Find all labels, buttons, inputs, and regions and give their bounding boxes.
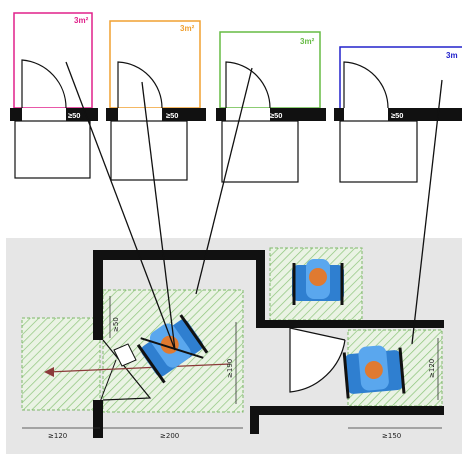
opening-gap	[344, 108, 388, 121]
area-frame	[109, 20, 201, 109]
dim-vertical-2: ≥190	[226, 359, 234, 378]
opening-gap	[22, 108, 66, 121]
area-label: 3m²	[300, 37, 315, 46]
door-swing-right	[289, 328, 346, 393]
opening-label: ≥50	[270, 111, 282, 120]
door-swing-arc	[343, 61, 389, 109]
leader-lines	[65, 61, 443, 351]
area-label: 3m	[446, 51, 458, 60]
opening-gap	[118, 108, 162, 121]
dimension-lines	[22, 296, 442, 429]
cubicle-outline	[339, 120, 418, 183]
dim-vertical-3: ≥120	[428, 359, 436, 378]
opening-gap	[226, 108, 270, 121]
dim-bottom-2: ≥200	[160, 432, 179, 440]
area-frame	[339, 46, 462, 108]
clearance-zone-left	[21, 317, 101, 411]
wheelchair-user-top-right	[292, 259, 344, 305]
door-swing-arc	[117, 61, 163, 109]
walls	[93, 250, 444, 438]
opening-label: ≥50	[166, 111, 178, 120]
door-swing-arc	[225, 61, 271, 109]
wheelchair-user-center	[136, 314, 209, 384]
movement-arrow	[47, 363, 231, 373]
door-leaf-right	[289, 327, 346, 341]
opening-label: ≥50	[391, 111, 403, 120]
area-label: 3m²	[180, 24, 195, 33]
cubicle-outline	[221, 120, 299, 183]
dim-bottom-3: ≥150	[382, 432, 401, 440]
arrow-head	[44, 367, 54, 377]
opening-label: ≥50	[68, 111, 80, 120]
door-swing-arc	[21, 59, 67, 109]
cubicle-outline	[110, 120, 188, 181]
wc-fixture	[113, 343, 137, 367]
legend-item-3: 3m² ≥50	[216, 31, 326, 183]
dim-vertical-1: ≥50	[112, 317, 120, 332]
wheelchair-user-bottom-right	[342, 345, 406, 399]
area-label: 3m²	[74, 16, 89, 25]
cubicle-outline	[14, 120, 91, 179]
legend-item-4: 3m ≥50	[334, 46, 462, 183]
legend-item-2: 3m² ≥50	[106, 20, 206, 181]
legend-item-1: 3m² ≥50	[10, 12, 98, 179]
dim-bottom-1: ≥120	[48, 432, 67, 440]
